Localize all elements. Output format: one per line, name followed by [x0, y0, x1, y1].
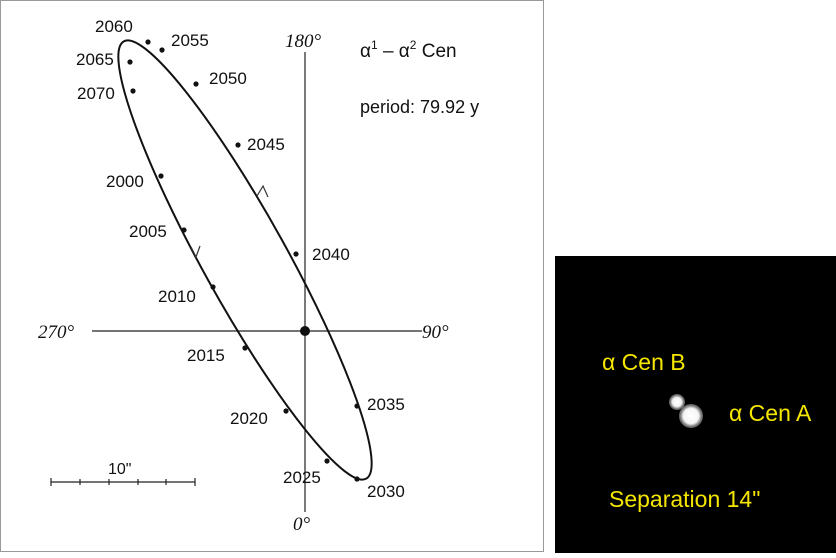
year-label: 2000	[106, 172, 144, 191]
year-label: 2050	[209, 69, 247, 88]
year-label: 2025	[283, 468, 321, 487]
year-dot	[193, 81, 199, 87]
year-dot	[210, 284, 216, 290]
year-label: 2070	[77, 84, 115, 103]
alpha-cen-a-label: α Cen A	[729, 400, 812, 426]
year-dot	[235, 142, 241, 148]
direction-arrow-down	[190, 245, 201, 259]
year-label: 2065	[76, 50, 114, 69]
orbit-diagram: 2060 2055 2065 2050 2070 2045 2000 2005 …	[0, 0, 544, 552]
year-dot	[158, 173, 164, 179]
year-label: 2060	[95, 17, 133, 36]
separation-label: Separation 14"	[609, 486, 761, 512]
direction-arrow-up	[256, 184, 269, 198]
year-dot	[130, 88, 136, 94]
scale-bar	[50, 478, 196, 486]
angle-label-270: 270°	[38, 322, 75, 343]
year-label: 2055	[171, 31, 209, 50]
orbit-ellipse	[117, 39, 373, 481]
year-label: 2020	[230, 409, 268, 428]
panel-frame	[0, 0, 544, 552]
year-label: 2035	[367, 395, 405, 414]
angle-label-90: 90°	[422, 322, 449, 343]
year-dot	[354, 403, 360, 409]
year-dot	[181, 227, 187, 233]
alpha-cen-b-label: α Cen B	[602, 349, 686, 375]
year-label: 2030	[367, 482, 405, 501]
year-label: 2010	[158, 287, 196, 306]
orbit-diagram-panel: 2060 2055 2065 2050 2070 2045 2000 2005 …	[0, 0, 544, 552]
primary-star-marker	[300, 326, 310, 336]
telescope-photo-panel: α Cen B α Cen A Separation 14"	[555, 256, 836, 553]
angle-label-0: 0°	[293, 514, 311, 535]
year-dot	[127, 59, 133, 65]
year-dot	[293, 251, 299, 257]
year-dot	[242, 345, 248, 351]
year-dot	[159, 47, 165, 53]
year-label: 2005	[129, 222, 167, 241]
year-label: 2040	[312, 245, 350, 264]
scale-bar-label: 10"	[108, 461, 131, 478]
orbit-title: α1 – α2 Cen	[360, 38, 457, 62]
year-dot	[354, 476, 360, 482]
alpha-cen-b-star	[669, 394, 685, 410]
alpha-cen-a-star	[679, 404, 703, 428]
angle-label-180: 180°	[285, 31, 322, 52]
year-dot	[283, 408, 289, 414]
year-label: 2045	[247, 135, 285, 154]
year-dot	[324, 458, 330, 464]
year-markers	[127, 39, 360, 482]
period-label: period: 79.92 y	[360, 97, 479, 117]
year-label: 2015	[187, 346, 225, 365]
year-dot	[145, 39, 151, 45]
